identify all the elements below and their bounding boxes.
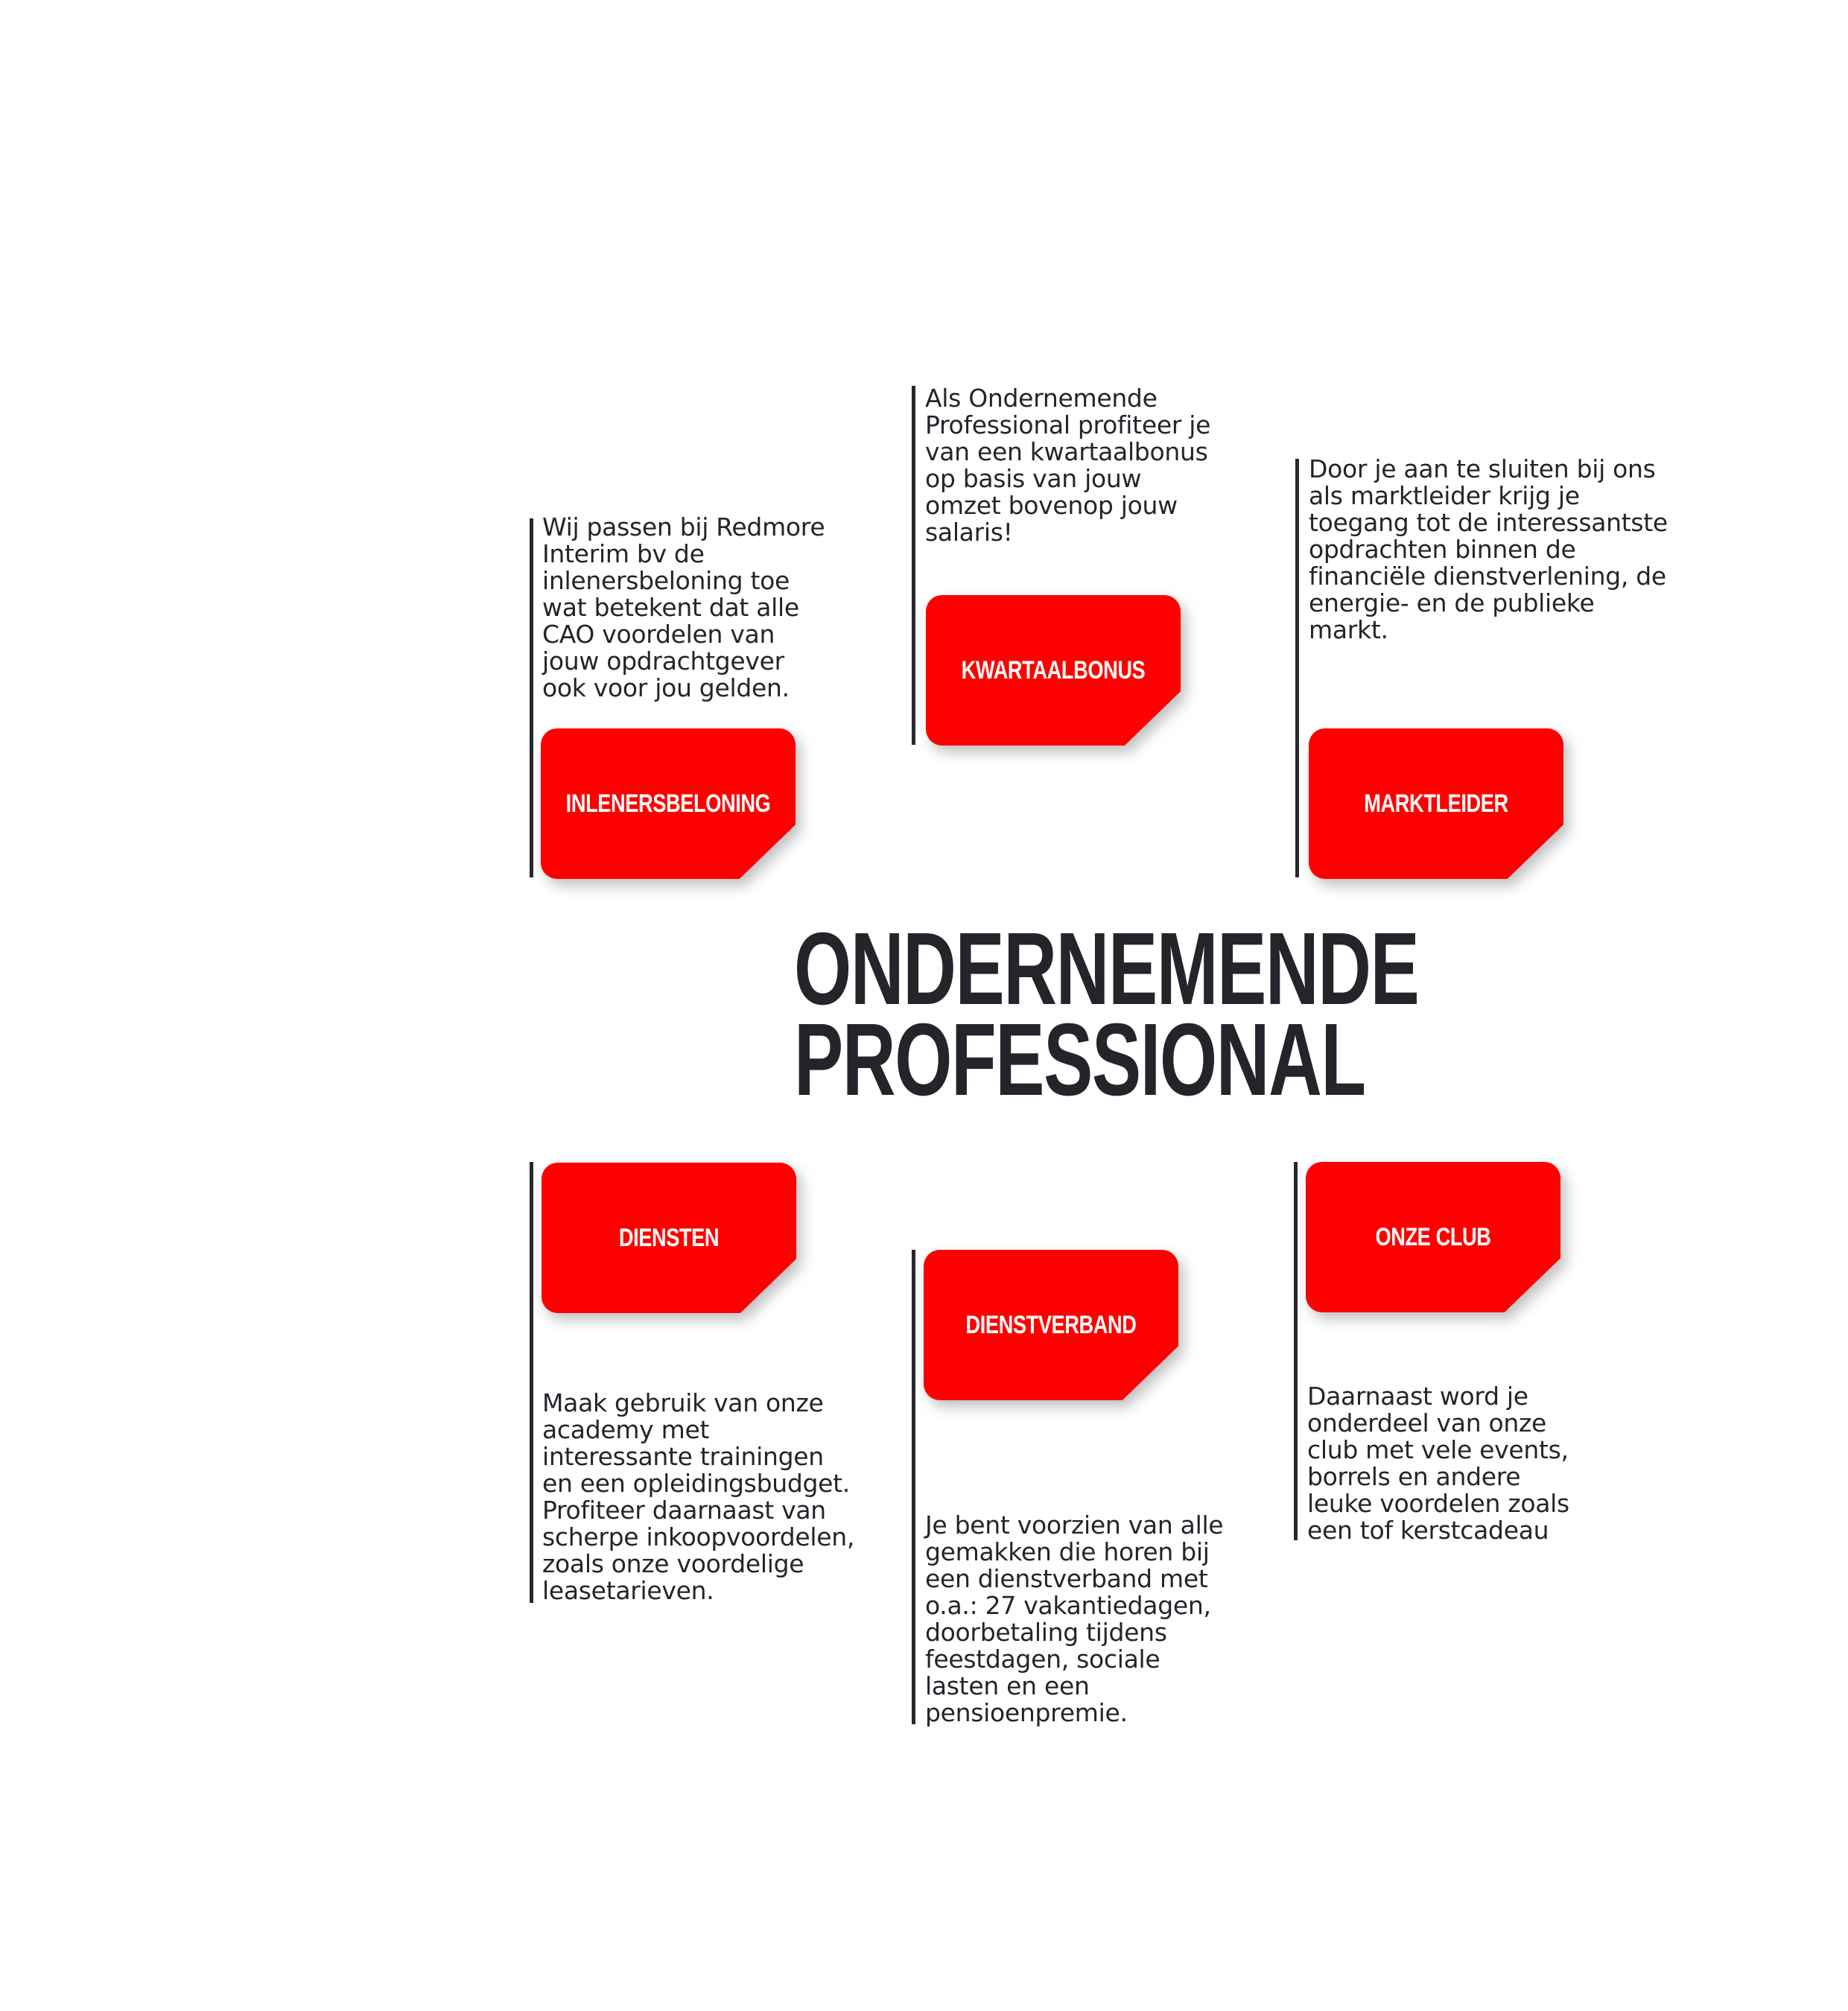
kwartaalbonus-description: Als Ondernemende Professional profiteer … [925, 384, 1211, 547]
marktleider-label: MARKTLEIDER [1364, 789, 1508, 818]
diensten-tag: DIENSTEN [542, 1163, 796, 1313]
tag-shape [1309, 728, 1563, 879]
connector-line [530, 1162, 533, 1603]
tag-shape [541, 728, 796, 879]
onze-club-tag: ONZE CLUB [1306, 1162, 1560, 1312]
dienstverband-description: Je bent voorzien van alle gemakken die h… [925, 1510, 1224, 1727]
connector-line [530, 518, 533, 877]
marktleider-tag: MARKTLEIDER [1309, 728, 1563, 879]
marktleider-description: Door je aan te sluiten bij ons als markt… [1309, 454, 1668, 644]
diensten-description: Maak gebruik van onze academy met intere… [542, 1388, 855, 1605]
dienstverband-tag: DIENSTVERBAND [924, 1250, 1178, 1400]
tag-shape [542, 1163, 796, 1313]
inlenersbeloning-tag: INLENERSBELONING [541, 728, 796, 879]
page-title: ONDERNEMENDE PROFESSIONAL [794, 912, 1420, 1117]
onze-club-label: ONZE CLUB [1375, 1222, 1491, 1251]
kwartaalbonus-label: KWARTAALBONUS [961, 655, 1146, 684]
connector-line [1294, 1162, 1298, 1540]
connector-line [912, 386, 915, 745]
tag-shape [1306, 1162, 1560, 1312]
connector-line [1295, 459, 1299, 877]
inlenersbeloning-description: Wij passen bij Redmore Interim bv de inl… [542, 512, 825, 702]
dienstverband-label: DIENSTVERBAND [965, 1310, 1137, 1339]
onze-club-description: Daarnaast word je onderdeel van onze clu… [1307, 1382, 1569, 1545]
tag-shape [926, 595, 1181, 746]
diensten-label: DIENSTEN [618, 1223, 720, 1252]
connector-line [912, 1250, 915, 1724]
title-line-1: ONDERNEMENDE [794, 912, 1420, 1026]
inlenersbeloning-label: INLENERSBELONING [565, 789, 771, 818]
title-line-2: PROFESSIONAL [794, 1003, 1366, 1117]
tag-shape [924, 1250, 1178, 1400]
kwartaalbonus-tag: KWARTAALBONUS [926, 595, 1181, 746]
